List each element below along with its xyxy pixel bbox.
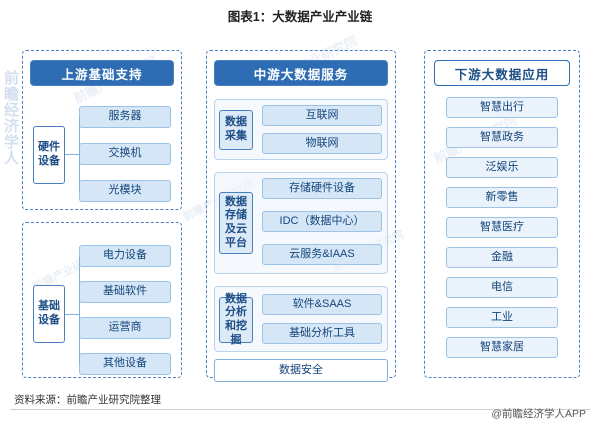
- upstream-item-switch[interactable]: 交换机: [79, 143, 171, 165]
- midstream-group-label-analysis: 数据分析和挖掘: [219, 293, 253, 346]
- upstream-item-other-equipment[interactable]: 其他设备: [79, 353, 171, 375]
- connector: [79, 256, 80, 364]
- upstream-item-optical-module[interactable]: 光模块: [79, 180, 171, 202]
- midstream-item-data-security[interactable]: 数据安全: [214, 359, 388, 382]
- upstream-group-hardware-frame: [22, 50, 182, 210]
- downstream-item-new-retail[interactable]: 新零售: [446, 187, 558, 208]
- midstream-item-idc[interactable]: IDC（数据中心）: [262, 211, 382, 232]
- source-note: 资料来源：前瞻产业研究院整理: [14, 394, 161, 406]
- midstream-header[interactable]: 中游大数据服务: [214, 60, 388, 86]
- page-title: 图表1：大数据产业产业链: [227, 10, 373, 24]
- upstream-group-label-basic: 基础设备: [33, 285, 65, 343]
- downstream-item-pan-entertainment[interactable]: 泛娱乐: [446, 157, 558, 178]
- upstream-group-basic-frame: [22, 222, 182, 378]
- midstream-item-iot[interactable]: 物联网: [262, 133, 382, 154]
- midstream-group-label-collect: 数据采集: [219, 110, 253, 150]
- brand-note: @前瞻经济学人APP: [491, 408, 586, 420]
- upstream-header[interactable]: 上游基础支持: [30, 60, 174, 86]
- connector: [65, 314, 79, 315]
- upstream-item-power-equipment[interactable]: 电力设备: [79, 245, 171, 267]
- footer-divider: [10, 409, 590, 410]
- upstream-group-label-hardware: 硬件设备: [33, 126, 65, 184]
- downstream-item-telecom[interactable]: 电信: [446, 277, 558, 298]
- connector: [65, 154, 79, 155]
- downstream-item-smart-healthcare[interactable]: 智慧医疗: [446, 217, 558, 238]
- upstream-item-operator[interactable]: 运营商: [79, 317, 171, 339]
- downstream-item-smart-home[interactable]: 智慧家居: [446, 337, 558, 358]
- downstream-frame: [424, 50, 580, 378]
- diagram-canvas: 前瞻经济学人 前瞻产业研究院 前瞻产业研究院 前瞻产业研究院 前瞻产业研究院 前…: [0, 30, 600, 390]
- downstream-item-smart-travel[interactable]: 智慧出行: [446, 97, 558, 118]
- midstream-item-cloud-iaas[interactable]: 云服务&IAAS: [262, 244, 382, 265]
- downstream-item-finance[interactable]: 金融: [446, 247, 558, 268]
- upstream-item-server[interactable]: 服务器: [79, 106, 171, 128]
- downstream-item-industry[interactable]: 工业: [446, 307, 558, 328]
- upstream-item-basic-software[interactable]: 基础软件: [79, 281, 171, 303]
- connector: [79, 117, 80, 191]
- midstream-group-label-storage: 数据存储及云平台: [219, 192, 253, 254]
- watermark-logo: 前瞻经济学人: [2, 70, 19, 166]
- downstream-item-smart-government[interactable]: 智慧政务: [446, 127, 558, 148]
- midstream-item-storage-hardware[interactable]: 存储硬件设备: [262, 178, 382, 199]
- midstream-item-internet[interactable]: 互联网: [262, 105, 382, 126]
- midstream-item-basic-analysis-tools[interactable]: 基础分析工具: [262, 323, 382, 344]
- downstream-header[interactable]: 下游大数据应用: [434, 60, 570, 86]
- midstream-item-software-saas[interactable]: 软件&SAAS: [262, 294, 382, 315]
